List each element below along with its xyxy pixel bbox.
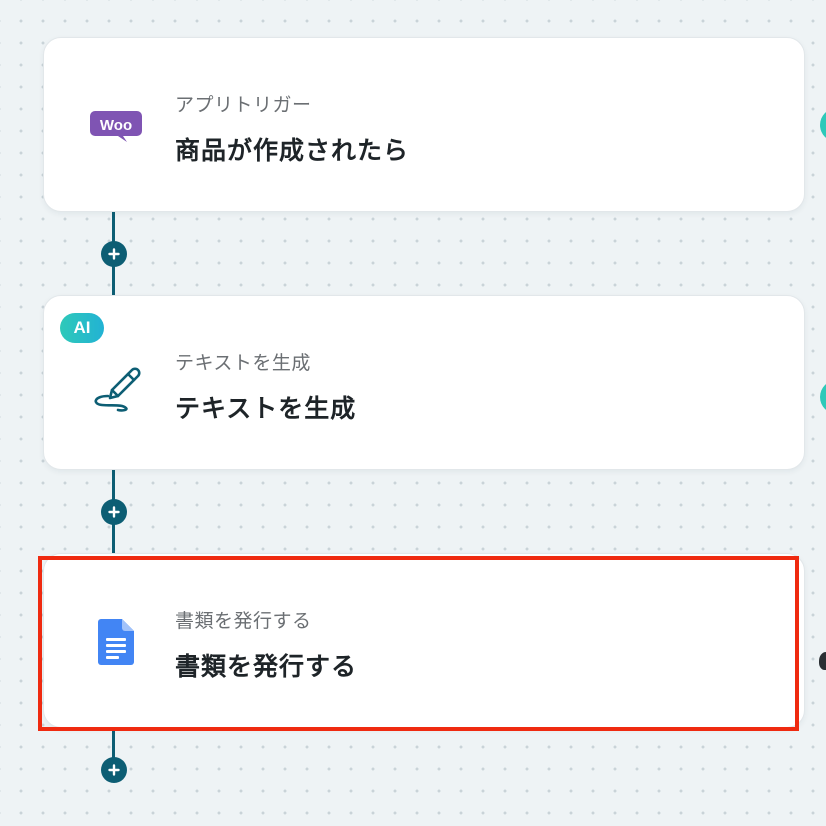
svg-text:Woo: Woo: [100, 117, 132, 134]
woocommerce-logo-icon: Woo: [88, 98, 144, 154]
google-docs-icon: [88, 614, 144, 670]
side-action-circle[interactable]: [820, 108, 826, 142]
step-title: 書類を発行する: [175, 652, 358, 681]
add-step-button[interactable]: [101, 241, 127, 267]
step-subtitle: テキストを生成: [175, 352, 311, 374]
step-subtitle: 書類を発行する: [175, 610, 312, 632]
flow-step-card-issue-document[interactable]: 書類を発行する 書類を発行する: [43, 553, 805, 728]
add-step-button[interactable]: [101, 499, 127, 525]
flow-step-card-generate-text[interactable]: テキストを生成 テキストを生成: [43, 295, 805, 470]
plus-icon: [108, 248, 120, 260]
add-step-button[interactable]: [101, 757, 127, 783]
ai-badge: AI: [60, 313, 104, 343]
side-action-icon[interactable]: [819, 652, 826, 670]
plus-icon: [108, 764, 120, 776]
side-action-circle[interactable]: [820, 380, 826, 414]
connector-line: [112, 731, 115, 771]
step-title: テキストを生成: [175, 394, 357, 423]
pen-writing-icon: [88, 356, 144, 412]
flow-step-card-trigger[interactable]: Woo アプリトリガー 商品が作成されたら: [43, 37, 805, 212]
step-title: 商品が作成されたら: [175, 136, 410, 165]
step-subtitle: アプリトリガー: [175, 94, 312, 116]
plus-icon: [108, 506, 120, 518]
